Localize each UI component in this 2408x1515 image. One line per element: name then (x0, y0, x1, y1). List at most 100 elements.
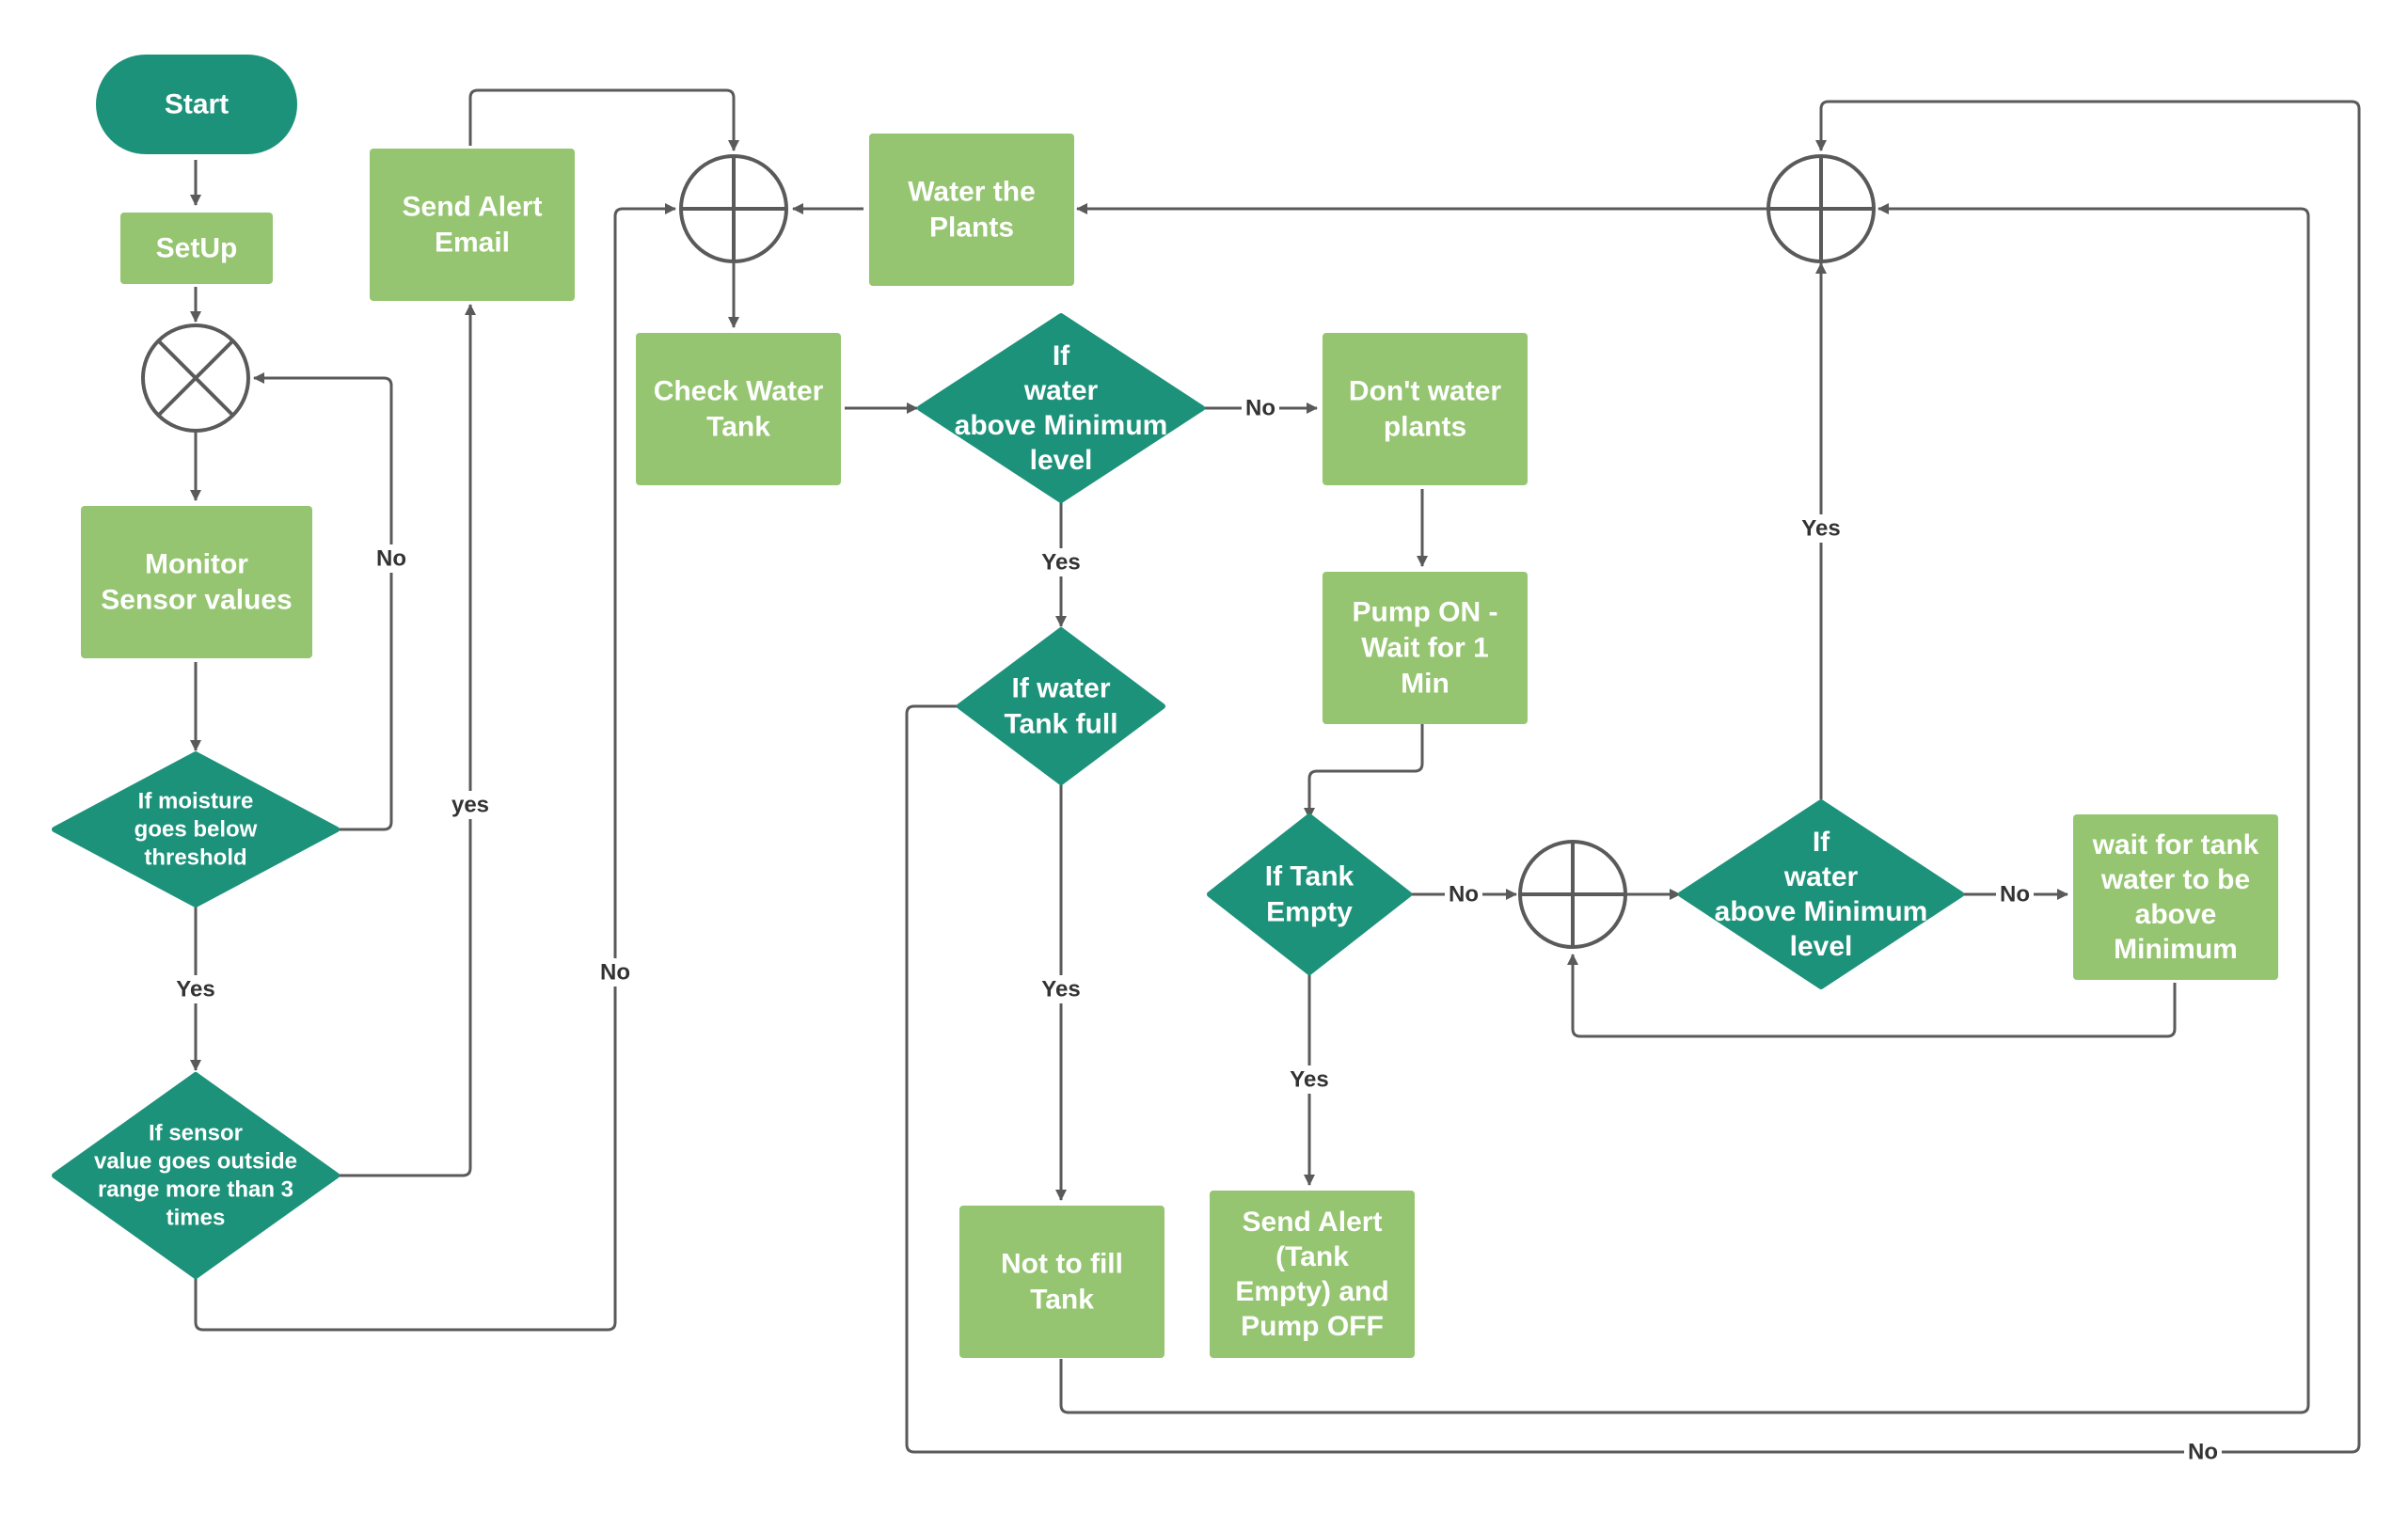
edge-label-background (1242, 394, 1279, 422)
node-text-line: water (1023, 375, 1099, 406)
node-text-line: Wait for 1 (1361, 633, 1489, 664)
edge-label-text: yes (452, 793, 489, 818)
process-box (81, 506, 312, 658)
process-box (2073, 814, 2278, 980)
node-text-line: If (1053, 340, 1070, 371)
decision-diamond (957, 627, 1165, 785)
sum-junction-left (679, 154, 788, 263)
node-text-line: Plants (929, 213, 1014, 244)
node-text-line: Min (1401, 669, 1450, 700)
edge-label-text: No (2000, 882, 2030, 907)
edge-label-background (1445, 880, 1482, 908)
edge-sensor-no (194, 203, 676, 1332)
edge-label-text: Yes (1801, 516, 1840, 542)
node-text-line: level (1030, 445, 1093, 476)
process-box (1323, 333, 1528, 485)
edge-label-text: No (376, 546, 406, 572)
node-text-line: If water (1011, 673, 1110, 704)
process-box (636, 333, 841, 485)
process-box (959, 1206, 1164, 1358)
edge-label-background (1795, 514, 1847, 543)
node-text-line: water to be (2100, 864, 2250, 895)
edge-label-above-min-2-yes: Yes (1795, 514, 1847, 543)
node-text-line: Sensor values (101, 585, 292, 616)
edge-label-moisture-no: No (372, 544, 410, 573)
node-text-line: threshold (144, 845, 246, 871)
process-box (1323, 572, 1528, 724)
node-text-line: Check Water (654, 376, 824, 407)
node-text-line: Pump ON - (1353, 597, 1498, 628)
edge-label-text: No (2188, 1440, 2218, 1465)
node-text-line: above Minimum (1715, 896, 1928, 927)
decision-diamond (52, 1072, 340, 1279)
decision-diamond (1678, 799, 1964, 989)
node-text-line: Tank (1030, 1285, 1094, 1316)
edge-label-background (1996, 880, 2034, 908)
sum-junction-right (1766, 154, 1876, 263)
process-box (1210, 1191, 1415, 1358)
edge-label-text: Yes (176, 977, 214, 1002)
edge-wait-loop (1567, 954, 2177, 1038)
edge-email-junction (468, 88, 739, 151)
node-text-line: If (1813, 827, 1830, 858)
edge-label-background (596, 958, 634, 986)
edge-label-background (169, 975, 222, 1003)
node-text-line: Email (435, 228, 510, 259)
terminal-shape (96, 55, 297, 154)
node-text-line: Pump OFF (1241, 1311, 1384, 1342)
edge-label-background (1035, 975, 1087, 1003)
edge-label-text: No (1449, 882, 1479, 907)
process-box (370, 149, 575, 301)
edge-label-text: No (600, 960, 630, 986)
edge-moisture-no (253, 372, 393, 831)
edge-label-sensor-no: No (596, 958, 634, 986)
node-text-line: If moisture (138, 789, 254, 814)
node-text-line: wait for tank (2092, 829, 2259, 860)
node-dont-water: Don't water plants (1323, 333, 1528, 485)
node-text-line: (Tank (1275, 1241, 1349, 1272)
node-text-line: level (1790, 931, 1853, 962)
node-text-line: Start (165, 89, 229, 120)
edge-label-above-min-2-no: No (1996, 880, 2034, 908)
node-start: Start (96, 55, 297, 154)
node-text-line: above (2135, 899, 2217, 930)
edge-label-above-min-1-no: No (1242, 394, 1279, 422)
junctions (141, 154, 1876, 949)
edge-label-moisture-yes: Yes (169, 975, 222, 1003)
node-text-line: above Minimum (955, 410, 1168, 441)
node-text-line: Empty) and (1235, 1276, 1388, 1307)
node-text-line: Monitor (145, 549, 248, 580)
process-box (120, 213, 273, 284)
node-text-line: If sensor (149, 1121, 243, 1146)
edge-label-background (444, 791, 497, 819)
node-text-line: value goes outside (94, 1149, 297, 1175)
edge-label-text: Yes (1041, 550, 1080, 576)
edge-label-tank-full-no: No (2184, 1438, 2222, 1466)
node-text-line: Empty (1266, 897, 1353, 928)
edge-label-background (372, 544, 410, 573)
node-text-line: Water the (908, 177, 1036, 208)
node-text-line: SetUp (156, 233, 238, 264)
node-text-line: Don't water (1349, 376, 1501, 407)
edge-label-above-min-1-yes: Yes (1035, 548, 1087, 576)
edge-label-text: Yes (1290, 1067, 1328, 1093)
edge-pump-tank-empty (1304, 724, 1424, 819)
node-pump-on: Pump ON - Wait for 1 Min (1323, 572, 1528, 724)
edge-label-tank-full-yes: Yes (1035, 975, 1087, 1003)
edge-label-text: Yes (1041, 977, 1080, 1002)
decision-diamond (917, 313, 1205, 503)
edge-not-fill-return (1059, 203, 2310, 1414)
node-text-line: goes below (135, 817, 258, 843)
node-text-line: plants (1384, 412, 1466, 443)
node-text-line: Tank (706, 412, 770, 443)
